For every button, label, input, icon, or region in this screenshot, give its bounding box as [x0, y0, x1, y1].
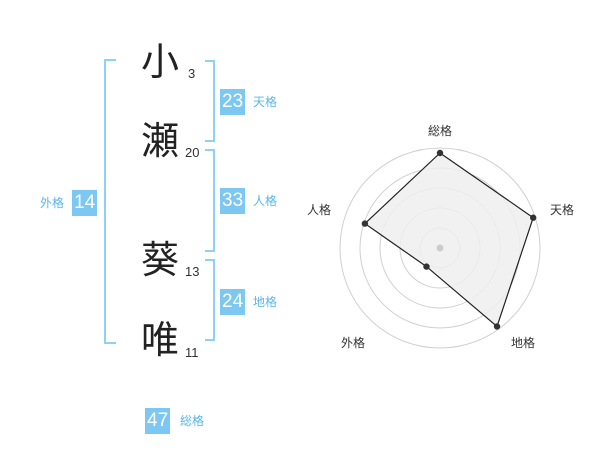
tenkaku-label: 天格: [253, 95, 278, 109]
name-char-4: 唯: [141, 318, 180, 362]
radar-axis-label-tenkaku: 天格: [550, 203, 575, 217]
soukaku-value: 47: [145, 408, 171, 434]
stroke-count-3: 13: [185, 264, 200, 279]
radar-series-area: [363, 152, 534, 328]
radar-axis-label-soukaku: 総格: [428, 124, 453, 138]
name-char-2: 瀬: [141, 119, 180, 163]
stroke-count-1: 3: [188, 66, 196, 81]
stroke-count-2: 20: [185, 145, 200, 160]
tenkaku-bracket: [205, 60, 215, 142]
tenkaku-value: 23: [220, 89, 246, 115]
radar-center-dot: [436, 244, 444, 252]
radar-point-2: [530, 214, 537, 221]
jinkaku-bracket: [205, 149, 215, 252]
radar-point-5: [361, 220, 369, 227]
soukaku-label: 総格: [180, 414, 205, 428]
gaikaku-bracket: [104, 59, 116, 344]
jinkaku-label: 人格: [253, 194, 278, 208]
radar-axis-label-chikaku: 地格: [511, 336, 536, 350]
radar-axis-label-jinkaku: 人格: [307, 203, 332, 217]
name-char-3: 葵: [141, 238, 180, 282]
chikaku-bracket: [205, 259, 215, 341]
radar-point-4: [423, 263, 430, 270]
stroke-count-4: 11: [185, 345, 199, 360]
radar-point-3: [493, 323, 501, 330]
gaikaku-label: 外格: [40, 196, 65, 210]
name-char-1: 小: [141, 40, 180, 84]
radar-grid-ring: [339, 147, 541, 349]
radar-axis-label-gaikaku: 外格: [341, 336, 366, 350]
chikaku-label: 地格: [253, 295, 278, 309]
radar-point-1: [436, 149, 444, 157]
gaikaku-value: 14: [72, 190, 98, 216]
jinkaku-value: 33: [220, 188, 246, 214]
chikaku-value: 24: [220, 289, 246, 315]
